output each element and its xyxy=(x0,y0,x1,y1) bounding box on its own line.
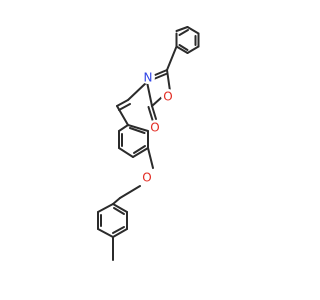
bond xyxy=(97,228,114,238)
oxygen-atom: O xyxy=(148,120,162,135)
bond xyxy=(112,203,128,213)
bond xyxy=(151,105,157,120)
bond xyxy=(118,103,131,111)
bond xyxy=(116,105,129,126)
bond xyxy=(112,228,128,238)
bond xyxy=(186,45,200,54)
bond xyxy=(147,147,154,169)
bond xyxy=(118,147,134,158)
oxygen-atom: O xyxy=(140,170,154,185)
bond xyxy=(175,26,189,32)
atom-layer: N O O O xyxy=(140,70,175,185)
atom-label: O xyxy=(150,121,159,135)
bond xyxy=(178,44,189,51)
oxygen-atom: O xyxy=(161,89,175,104)
bond xyxy=(154,69,168,76)
bond xyxy=(127,124,149,132)
bond xyxy=(133,145,146,154)
bond xyxy=(132,147,149,158)
bond xyxy=(118,124,129,132)
bond xyxy=(166,45,178,71)
bond xyxy=(112,197,121,205)
structure-canvas: N O O O xyxy=(97,26,200,261)
atom-label: N xyxy=(144,71,153,85)
bond-layer xyxy=(97,26,200,261)
bond xyxy=(178,29,189,36)
bond xyxy=(116,99,129,107)
nitrogen-atom: N xyxy=(141,70,155,85)
bond xyxy=(147,106,154,121)
bond xyxy=(154,73,167,80)
atom-label: O xyxy=(163,90,172,104)
bond xyxy=(127,81,148,101)
molecule-diagram: N O O O xyxy=(97,26,200,261)
bond xyxy=(186,26,200,35)
bond xyxy=(112,226,125,234)
bond xyxy=(166,69,171,92)
bond xyxy=(119,185,141,199)
bond xyxy=(175,45,189,54)
bond xyxy=(146,81,153,107)
bond xyxy=(97,203,114,213)
bond xyxy=(151,96,163,107)
bond xyxy=(129,127,146,134)
atom-label: O xyxy=(142,171,151,185)
bond xyxy=(113,207,125,215)
